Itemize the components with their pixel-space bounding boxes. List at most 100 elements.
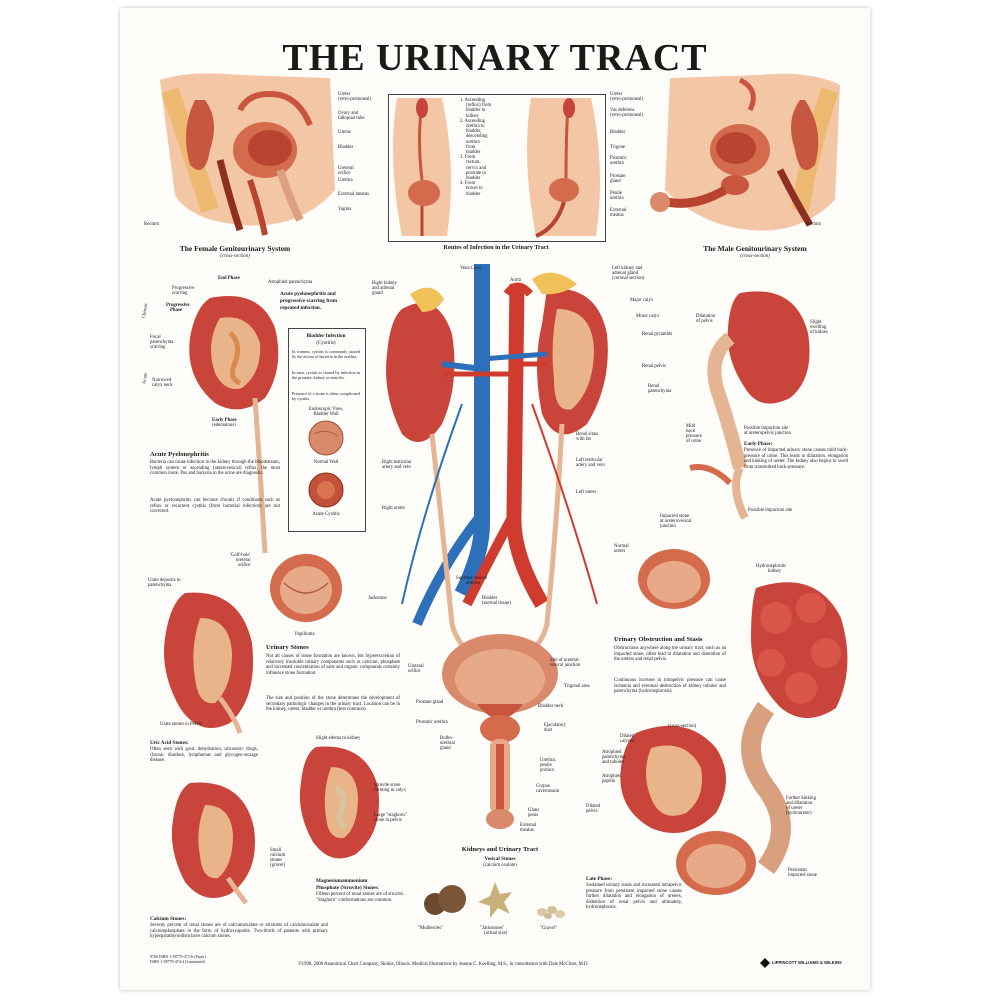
stone-papilloma: Papilloma <box>295 632 315 637</box>
label-ureteral: Ureteral <box>338 166 354 171</box>
male-caption: The Male Genitourinary System <box>703 244 807 253</box>
label-cavernosum: cavernosum <box>536 789 560 794</box>
mag-heading2: Phosphate (Struvite) Stones: <box>316 885 380 891</box>
label-uterus: Uterus <box>338 130 351 135</box>
slight-edema: Slight edema to kidney <box>316 736 361 741</box>
urate-stones-pelvis: Urate stones in Pelvis <box>160 722 202 727</box>
pyelo-parenchyma: parenchyma <box>150 340 174 345</box>
jackstones-label: "Jackstones" <box>480 926 505 931</box>
male-label-bladder: Bladder <box>610 130 626 135</box>
obs-dilated2: Dilated <box>586 804 601 809</box>
label-penile: penile <box>540 763 552 768</box>
obstruction-p1: Obstructions anywhere along the urinary … <box>614 646 726 663</box>
label-duct: duct <box>544 728 553 733</box>
obs-atrophied: Atrophied <box>602 750 622 755</box>
struvite-calyx: forming in calyx <box>374 788 406 793</box>
stone-orifice: orifice <box>238 563 251 568</box>
stone-jackstone: Jackstone <box>368 596 387 601</box>
obstruction-heading: Urinary Obstruction and Stasis <box>614 636 703 643</box>
footer-credit: ©1998, 2000 Anatomical Chart Company, Sk… <box>298 962 589 967</box>
gravel-label: (gravel) <box>270 863 286 868</box>
routes-female-illustration <box>393 98 451 236</box>
mag-text: Fifteen percent of renal stones are of s… <box>316 892 404 903</box>
label-ovary: Ovary and <box>338 111 359 116</box>
obs-cross-section: (cross-section) <box>668 724 697 729</box>
staghorn-label: Large "staghorn" <box>374 813 407 818</box>
early-obstruction-illustration <box>689 291 810 520</box>
bladder-infection-box <box>288 328 366 532</box>
normal-wall-illustration <box>308 420 344 456</box>
staghorn-pelvis: stone in pelvis <box>374 818 402 823</box>
label-external-center: External <box>520 823 537 828</box>
routes-list: 1. Ascending (reflux) from bladder to ki… <box>460 98 492 197</box>
label-gland: gland <box>372 291 383 296</box>
hydro-kidney: kidney <box>768 569 782 574</box>
footer-isbn-paper: 9766 ISBN 1-58779-473-6 (Paper) <box>150 954 206 959</box>
label-aorta: Aorta <box>510 278 521 283</box>
male-label-retro2: (retro-peritoneal) <box>610 113 644 118</box>
pyelo-chronic: Chronic <box>141 302 150 319</box>
pyelo-acute: Acute <box>142 372 150 385</box>
label-normal-tissue: (normal tissue) <box>482 601 511 606</box>
label-renal-pelvis: Renal pelvis <box>642 364 666 369</box>
label-left-kidney: Left kidney and <box>612 266 643 271</box>
male-genitourinary-illustration <box>650 73 840 231</box>
cystitis-p2: In men, cystitis is caused by infection … <box>292 370 360 380</box>
mulberries-label: "Mulberries" <box>418 926 443 931</box>
male-label-urethra: urethra <box>610 161 624 166</box>
stones-label: stones <box>270 858 282 863</box>
obs-impaction-site: Possible impaction site <box>748 508 793 513</box>
label-bulbo-gland: gland <box>440 746 451 751</box>
label-vagina: Vagina <box>338 207 352 212</box>
obs-calyces: calyces <box>620 739 635 744</box>
obs-parenchyma2: parenchyma <box>602 755 626 760</box>
late-phase-heading: Late Phase: <box>586 876 613 882</box>
label-coronal: (coronal section) <box>612 276 645 281</box>
calcium-label: calcium <box>270 853 286 858</box>
male-label-gland: gland <box>610 179 621 184</box>
obs-of-urine: of urine <box>686 439 702 444</box>
center-caption: Kidneys and Urinary Tract <box>461 846 539 853</box>
routes-male-illustration <box>527 98 600 238</box>
label-orifice-center: orifice <box>408 669 421 674</box>
obs-of-kidney: of kidney <box>810 330 829 335</box>
pyelonephritis-kidney-illustration <box>189 296 279 554</box>
label-prostate-gland: Prostate gland <box>416 700 444 705</box>
label-orifice: orifice <box>338 171 351 176</box>
label-retro: (retro-peritoneal) <box>338 97 372 102</box>
obs-slight: Slight <box>810 320 822 325</box>
calcium-kidney-illustration <box>171 782 255 905</box>
label-corpus: Corpus <box>536 784 550 789</box>
hydronephrotic-illustration <box>620 582 848 895</box>
struvite-kidney-illustration <box>299 746 380 859</box>
actual-size-label: (actual size) <box>484 931 508 936</box>
label-left-testicular: Left testicular <box>576 458 603 463</box>
calc-text: Seventy percent of renal stones are of c… <box>150 923 328 940</box>
label-external-meatus: External meatus <box>338 192 370 197</box>
label-meatus-center: meatus <box>520 828 534 833</box>
label-ureter: Ureter <box>338 92 351 97</box>
endo-wall: Bladder Wall <box>313 412 339 417</box>
label-vena-cava: Vena Cava <box>460 266 481 271</box>
urate-kidney-illustration <box>164 592 254 734</box>
label-ejaculatory: Ejaculatory <box>544 723 567 728</box>
early-phase-heading: Early Phase: <box>744 441 773 447</box>
publisher-logo-icon <box>760 958 770 968</box>
obs-further: Further kinking <box>786 796 816 801</box>
poster-title: THE URINARY TRACT <box>282 37 708 79</box>
male-label-vas: Vas deferens <box>610 108 635 113</box>
obs-and-dilatation: and dilatation <box>786 801 813 806</box>
pyelo-progressive-phase: Progressive <box>166 303 190 308</box>
obs-dilatation: Dilatation <box>696 314 716 319</box>
label-glans: Glans <box>528 808 540 813</box>
obs-pressure: pressure <box>686 434 702 439</box>
bladder-stone-illustration <box>270 554 342 622</box>
pyelo-scarring2: scarring <box>150 345 166 350</box>
label-superior-vesical: Superior vesical <box>456 576 488 581</box>
obs-back: back <box>686 429 696 434</box>
label-arteries: arteries <box>466 581 481 586</box>
obs-impaction-up: Possible impaction site <box>744 426 789 431</box>
vesical-sub: (calcium oxalate) <box>483 863 517 868</box>
male-label-penile: Penile <box>610 191 622 196</box>
female-caption: The Female Genitourinary System <box>179 244 291 253</box>
